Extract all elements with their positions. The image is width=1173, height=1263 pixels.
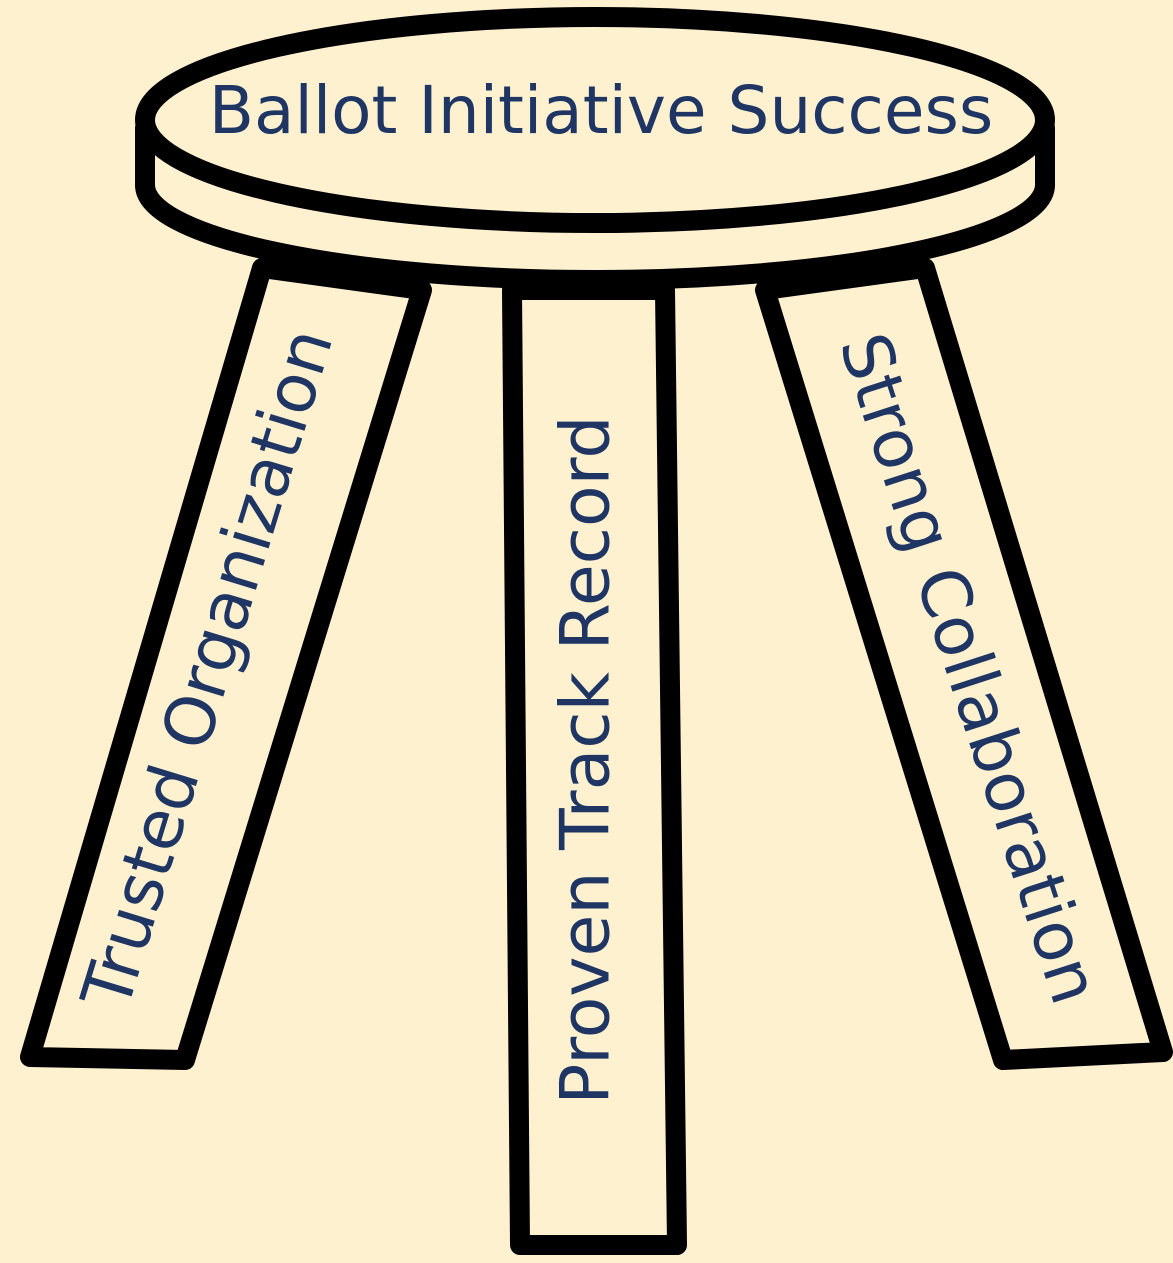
leg-center-label: Proven Track Record <box>547 415 626 1104</box>
leg-center: Proven Track Record <box>502 280 687 1255</box>
seat-label: Ballot Initiative Success <box>209 72 993 149</box>
leg-right-outline <box>755 258 1173 1070</box>
seat: Ballot Initiative Success <box>135 7 1055 290</box>
seat-top <box>135 7 1055 233</box>
leg-center-outline <box>502 280 687 1255</box>
leg-right: Strong Collaboration <box>755 258 1173 1070</box>
leg-left-outline <box>20 258 432 1070</box>
leg-left: Trusted Organization <box>20 258 432 1070</box>
